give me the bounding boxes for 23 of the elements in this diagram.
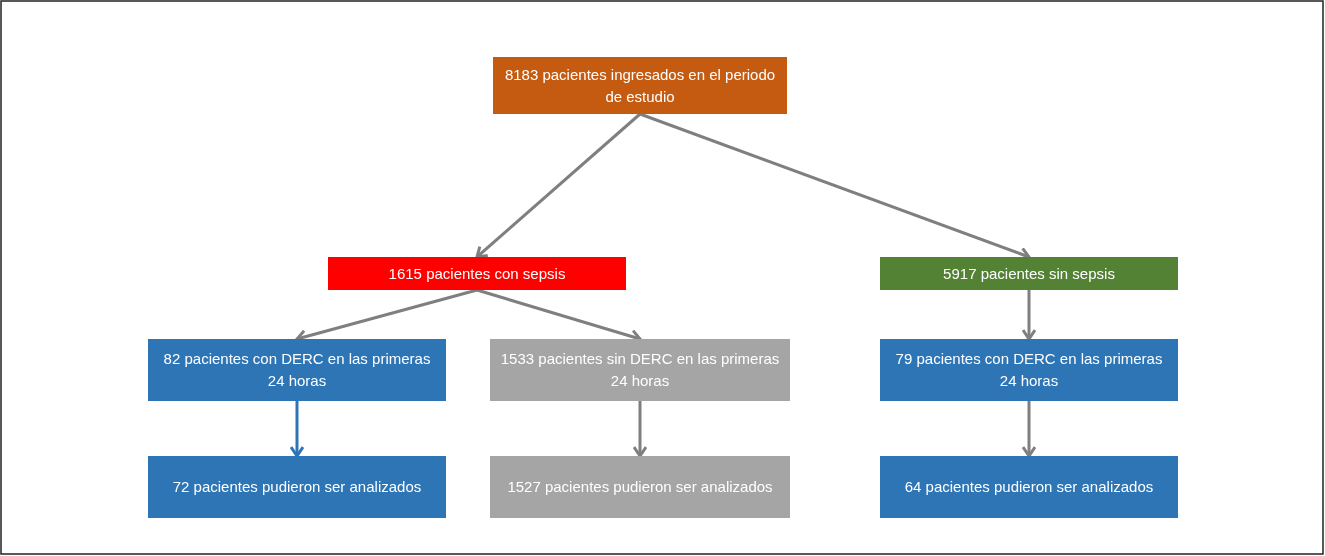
- box-label: 8183 pacientes ingresados en el periodo de estudio: [503, 64, 777, 107]
- process-box: [148, 456, 446, 518]
- process-box: [493, 57, 787, 114]
- box-label: 1615 pacientes con sepsis: [388, 263, 566, 284]
- process-box: [880, 456, 1178, 518]
- process-box: [490, 456, 790, 518]
- arrow: [475, 112, 641, 259]
- box-label: 72 pacientes pudieron ser analizados: [172, 477, 422, 498]
- arrow: [1021, 401, 1037, 458]
- arrow: [632, 401, 648, 458]
- arrow: [1021, 290, 1037, 341]
- box-label: 79 pacientes con DERC en las primeras 24 horas: [894, 349, 1164, 391]
- box-label: 64 pacientes pudieron ser analizados: [904, 477, 1154, 498]
- box-label: 5917 pacientes sin sepsis: [943, 263, 1115, 284]
- arrow: [289, 401, 305, 458]
- box-label: 1527 pacientes pudieron ser analizados: [507, 477, 773, 498]
- process-box: [880, 339, 1178, 401]
- process-box: [148, 339, 446, 401]
- process-box: [880, 257, 1178, 290]
- box-label: 82 pacientes con DERC en las primeras 24 horas: [162, 349, 432, 391]
- process-box: [490, 339, 790, 401]
- box-label: 1533 pacientes sin DERC en las primeras 24 horas: [499, 349, 781, 391]
- process-box: [328, 257, 626, 290]
